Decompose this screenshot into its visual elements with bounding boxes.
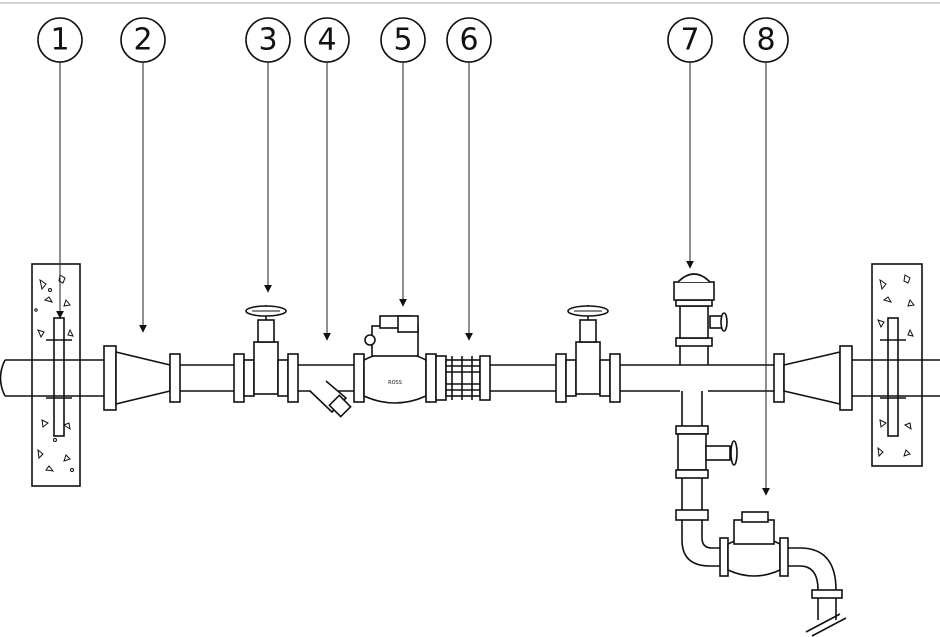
callout-label-8: 8	[756, 23, 775, 58]
svg-text:ROSS: ROSS	[388, 380, 402, 386]
callout-label-2: 2	[133, 23, 152, 58]
bypass-branch	[675, 391, 847, 637]
callout-5: 5	[380, 17, 426, 63]
callout-label-5: 5	[393, 23, 412, 58]
callout-8: 8	[743, 17, 789, 63]
callout-3: 3	[245, 17, 291, 63]
callout-4: 4	[304, 17, 350, 63]
callout-label-4: 4	[317, 23, 336, 58]
callout-2: 2	[120, 17, 166, 63]
callout-label-1: 1	[50, 23, 69, 58]
callout-label-3: 3	[258, 23, 277, 58]
callout-6: 6	[446, 17, 492, 63]
callout-7: 7	[667, 17, 713, 63]
callout-label-6: 6	[459, 23, 478, 58]
main-pipeline: ROSS	[0, 273, 940, 418]
callout-1: 1	[37, 17, 83, 63]
callout-label-7: 7	[680, 23, 699, 58]
leader-lines	[56, 62, 770, 496]
wall-left	[31, 263, 81, 487]
wall-right	[871, 263, 923, 467]
